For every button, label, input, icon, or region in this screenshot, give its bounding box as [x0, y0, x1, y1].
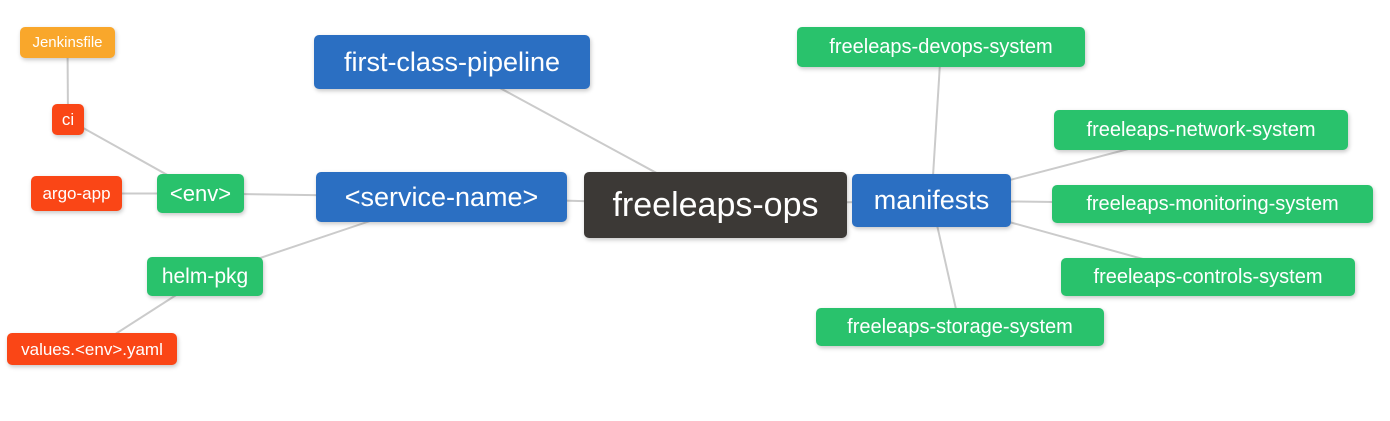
node-first-class-pipeline[interactable]: first-class-pipeline	[314, 35, 590, 89]
node-freeleaps-network-system[interactable]: freeleaps-network-system	[1054, 110, 1348, 150]
node-service-name[interactable]: <service-name>	[316, 172, 567, 222]
node-freeleaps-devops-system[interactable]: freeleaps-devops-system	[797, 27, 1085, 67]
node-helm-pkg[interactable]: helm-pkg	[147, 257, 263, 296]
node-ci[interactable]: ci	[52, 104, 84, 135]
node-values-env-yaml[interactable]: values.<env>.yaml	[7, 333, 177, 365]
node-env[interactable]: <env>	[157, 174, 244, 213]
node-freeleaps-controls-system[interactable]: freeleaps-controls-system	[1061, 258, 1355, 296]
node-jenkinsfile[interactable]: Jenkinsfile	[20, 27, 115, 58]
node-argo-app[interactable]: argo-app	[31, 176, 122, 211]
node-freeleaps-ops[interactable]: freeleaps-ops	[584, 172, 847, 238]
node-freeleaps-monitoring-system[interactable]: freeleaps-monitoring-system	[1052, 185, 1373, 223]
node-manifests[interactable]: manifests	[852, 174, 1011, 227]
node-freeleaps-storage-system[interactable]: freeleaps-storage-system	[816, 308, 1104, 346]
